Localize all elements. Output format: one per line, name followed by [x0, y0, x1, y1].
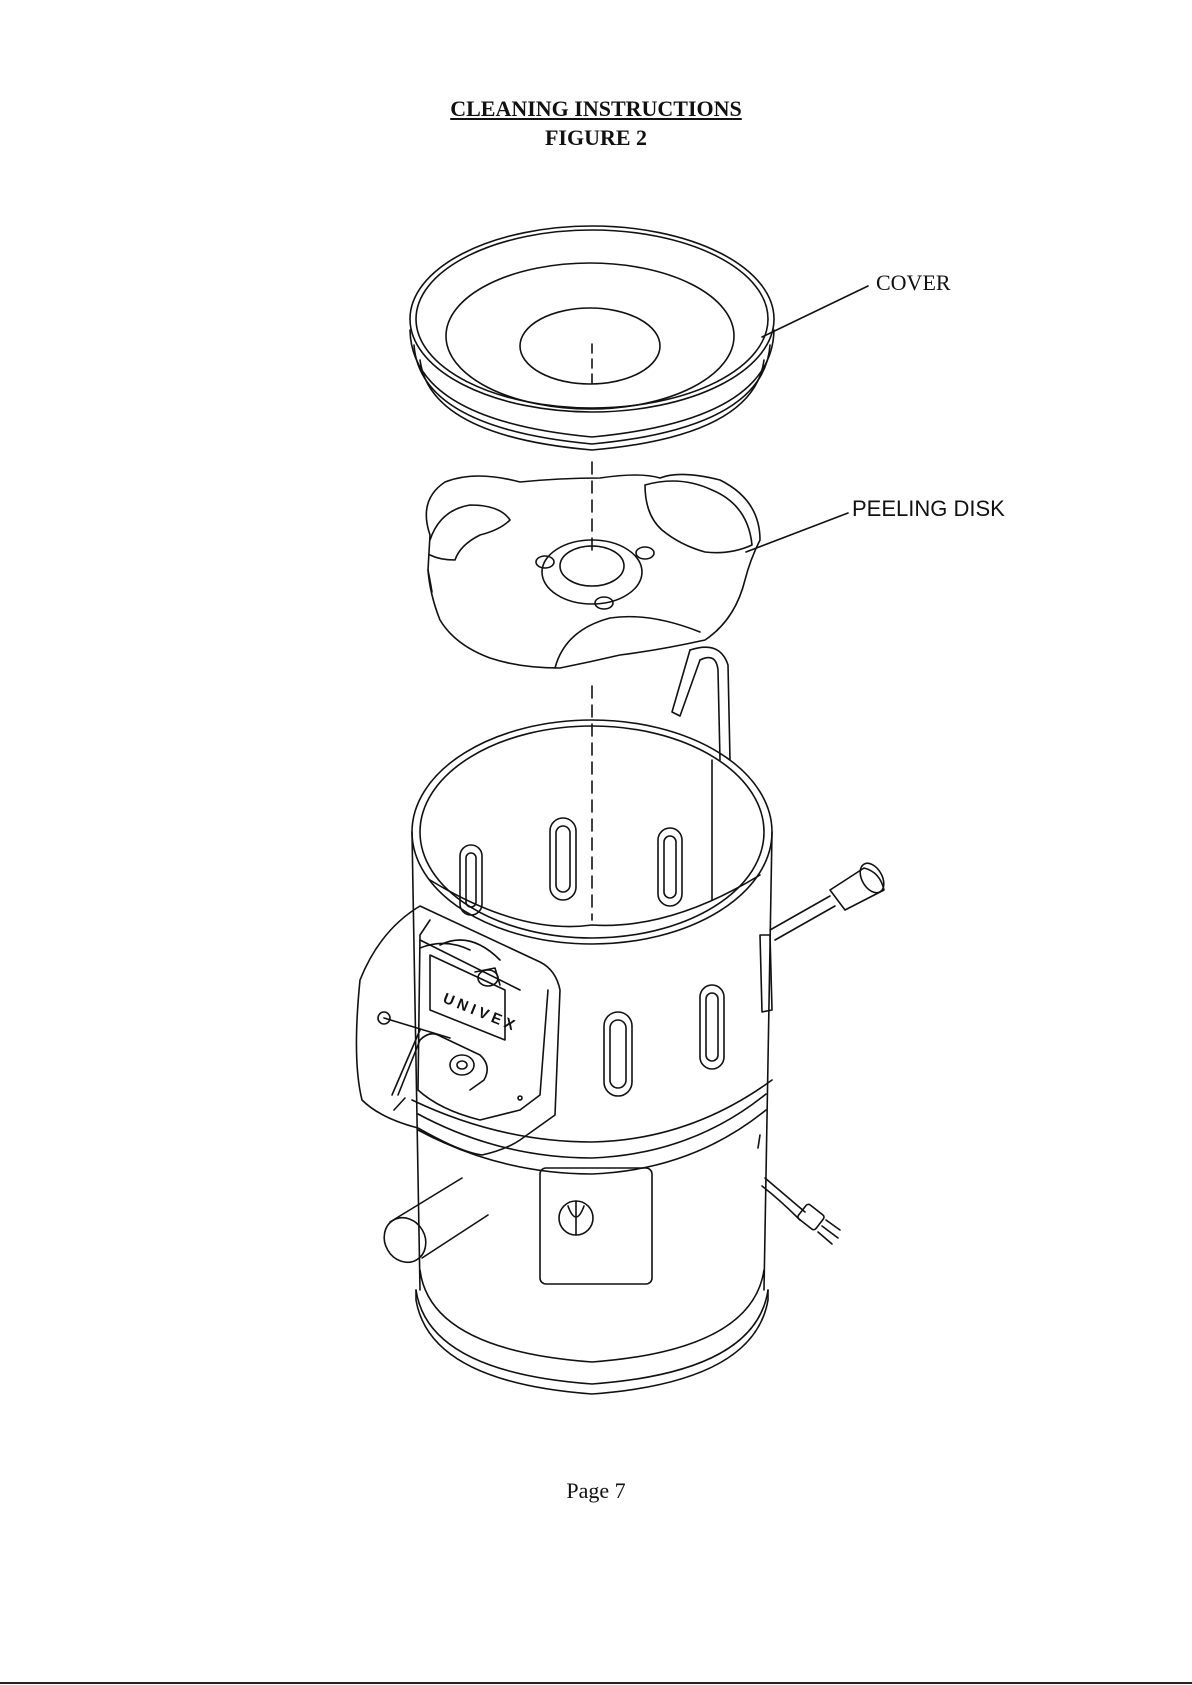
- drain-pipe: [376, 1178, 488, 1270]
- peeling-disk-part: [426, 474, 760, 668]
- cover-callout-label: COVER: [876, 270, 951, 296]
- water-nozzle: [770, 859, 889, 940]
- cover-part: [410, 226, 774, 450]
- brand-mark: UNIVEX: [441, 990, 521, 1036]
- peeling-disk-callout-label: PEELING DISK: [852, 496, 1005, 522]
- power-cord: [762, 1178, 840, 1244]
- peeling-disk-leader-line: [746, 513, 848, 552]
- page-number: Page 7: [0, 1478, 1192, 1504]
- cover-leader-line: [762, 286, 868, 337]
- page-bottom-rule: [0, 1682, 1192, 1684]
- discharge-door: [356, 906, 560, 1155]
